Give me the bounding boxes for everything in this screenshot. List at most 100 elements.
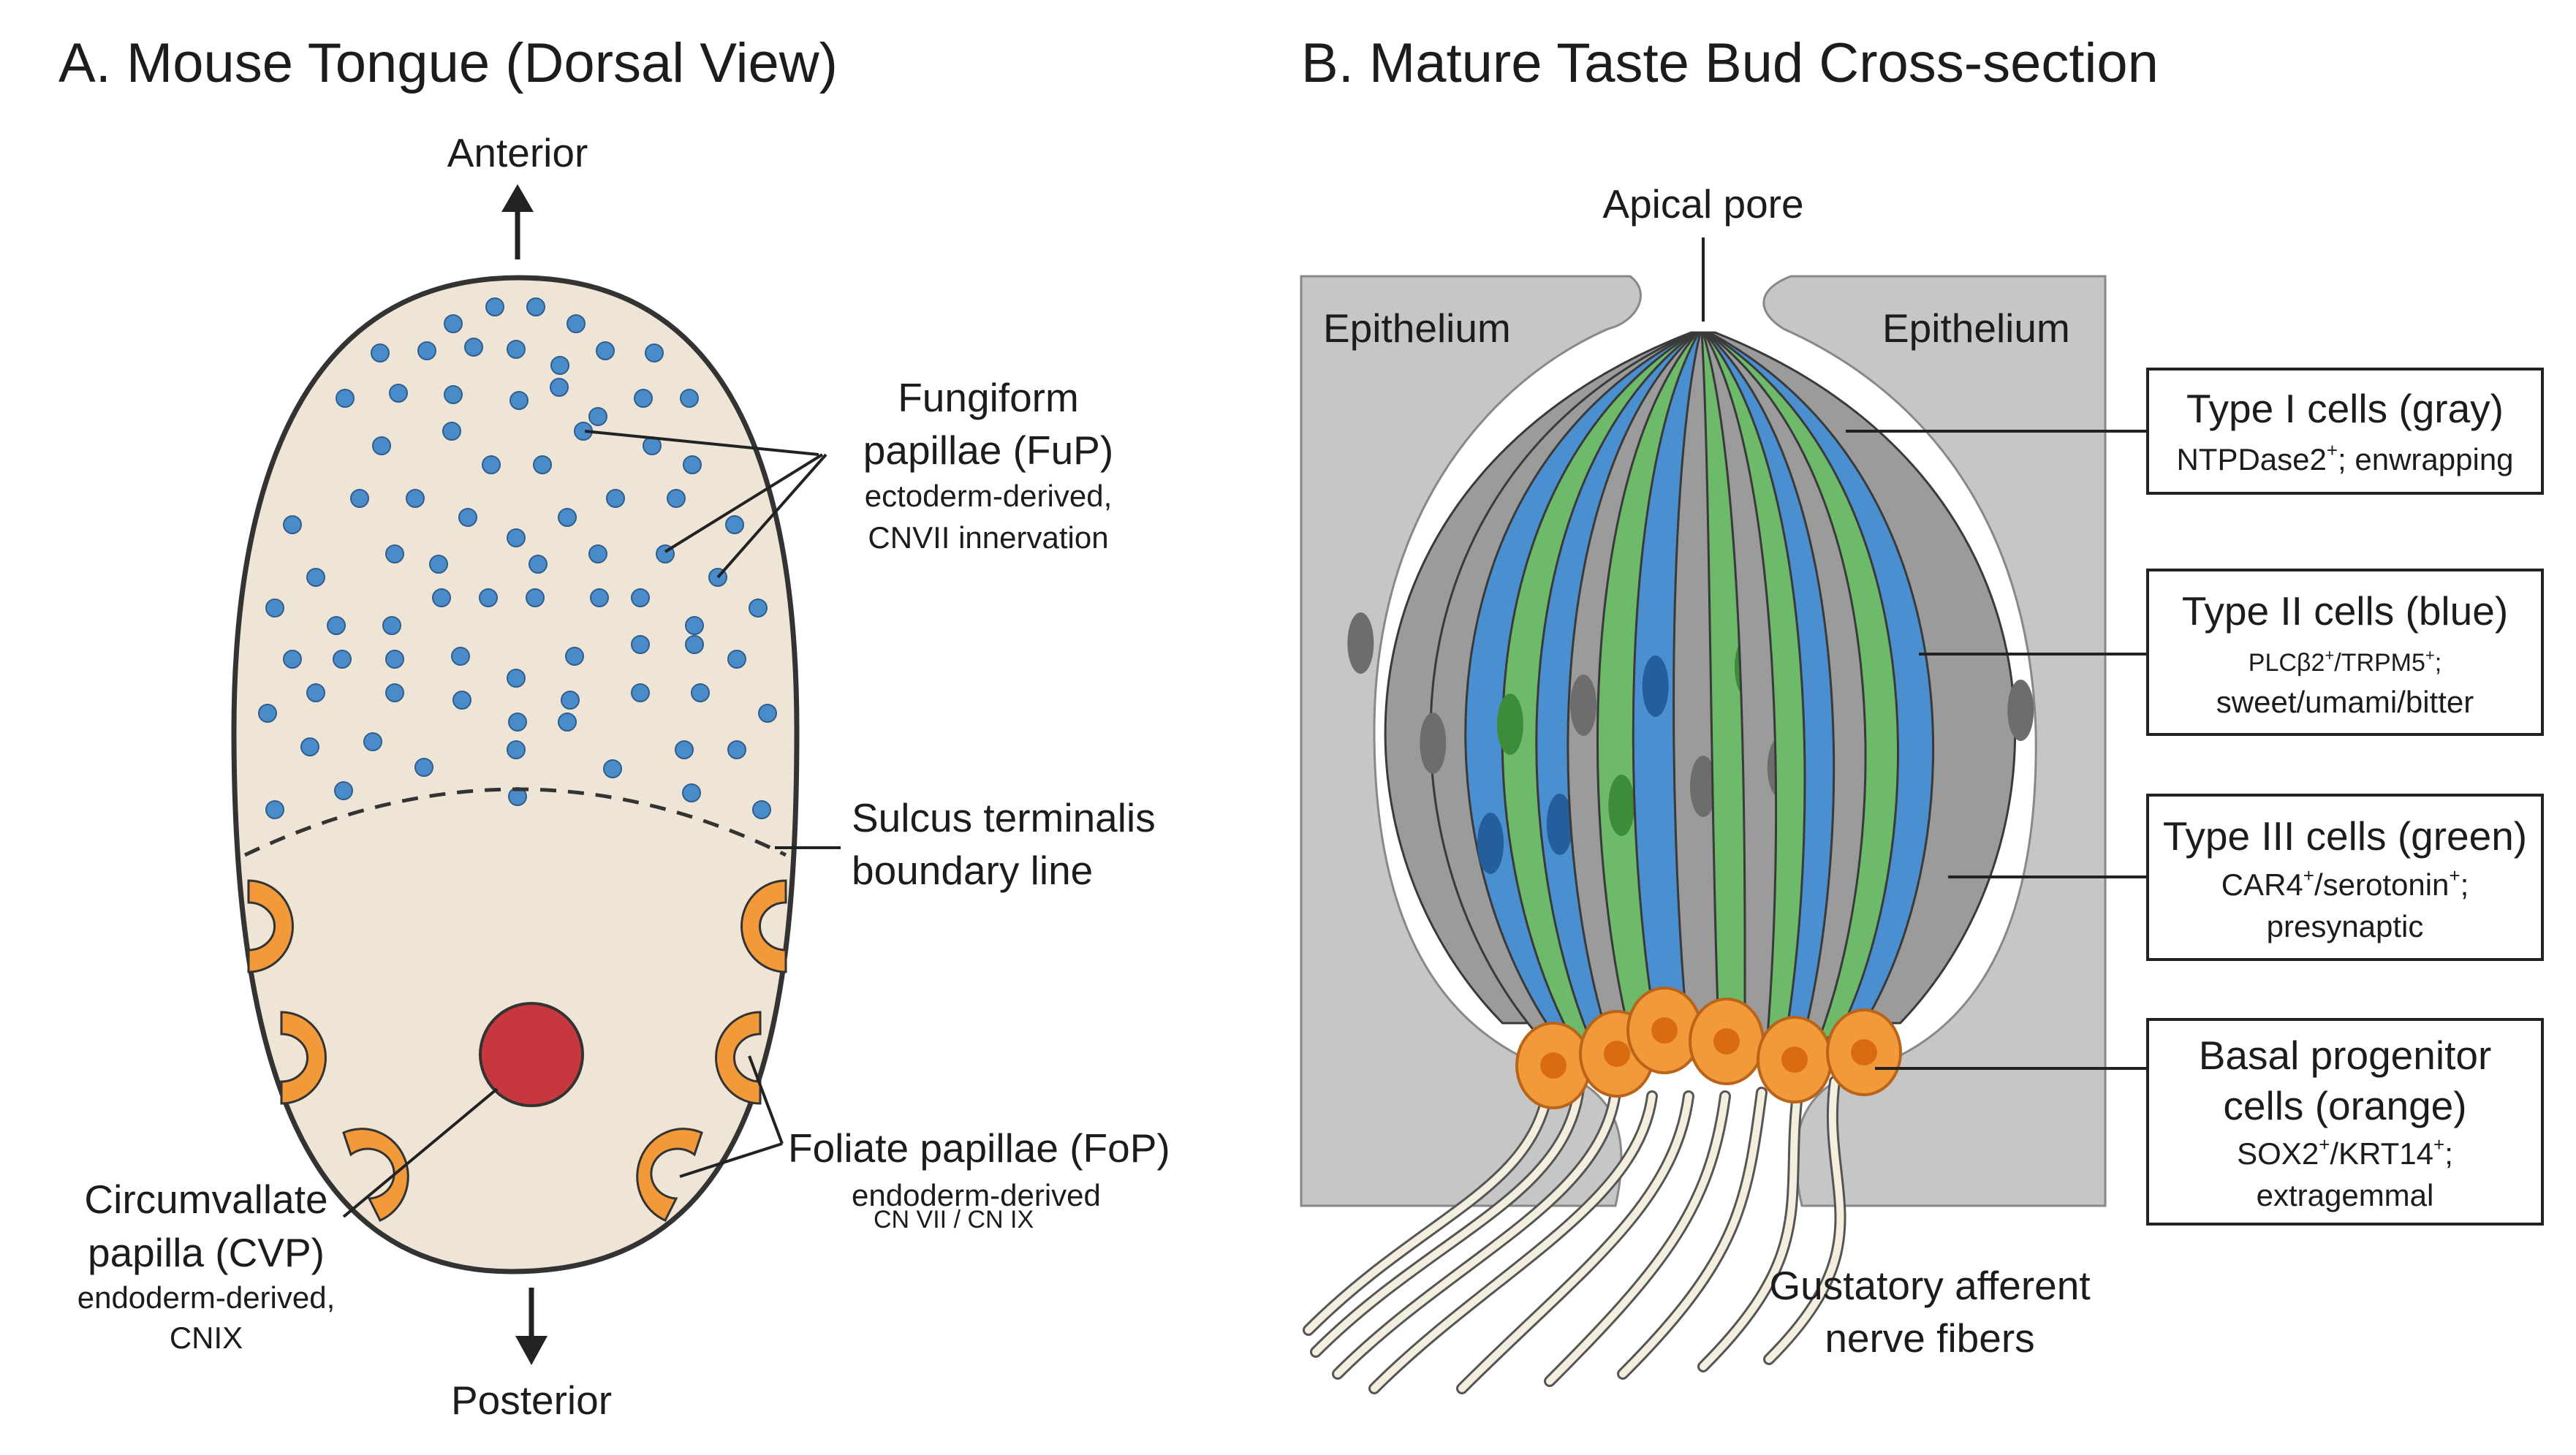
fungiform-label-1: Fungiform: [898, 375, 1079, 420]
fungiform-label-2: papillae (FuP): [863, 428, 1113, 473]
nerve-fiber: [1765, 1078, 1844, 1363]
fungiform-dot: [507, 740, 526, 759]
cvp-label-1: Circumvallate: [84, 1177, 327, 1222]
basal-line4: extragemmal: [2257, 1178, 2434, 1212]
fungiform-dot: [442, 422, 461, 441]
nerve-fiber: [1458, 1093, 1692, 1392]
type2-nucleus: [1546, 794, 1573, 855]
panel-b-title: B. Mature Taste Bud Cross-section: [1301, 32, 2159, 94]
epithelium-right: [1762, 275, 2107, 1207]
fungiform-dot: [265, 599, 284, 618]
type2-desc: PLCβ2+/TRPM5+;: [2249, 646, 2441, 677]
nerve-fiber: [1546, 1093, 1729, 1385]
fungiform-dot: [283, 515, 302, 534]
anterior-label: Anterior: [447, 130, 588, 175]
basal-desc-b: /KRT14: [2330, 1136, 2433, 1171]
fungiform-dot: [372, 436, 391, 455]
foliate-leader-1: [748, 1055, 784, 1144]
fungiform-papillae-dots: [258, 297, 777, 819]
foliate-leader-2: [679, 1142, 783, 1178]
panel-a: A. Mouse Tongue (Dorsal View) Anterior F…: [58, 32, 1170, 1423]
fungiform-dot: [691, 683, 710, 702]
type3-box: [2146, 794, 2544, 961]
epithelium-left: [1300, 275, 1642, 1207]
epithelium-left-label: Epithelium: [1323, 305, 1511, 351]
type3-nucleus: [1608, 775, 1635, 836]
type3-nucleus: [1496, 694, 1523, 755]
fungiform-dot: [485, 297, 504, 316]
fungiform-dot: [606, 489, 625, 508]
circumvallate-papilla: [479, 1002, 584, 1107]
type1-nucleus: [2007, 680, 2034, 741]
fungiform-dot: [414, 758, 433, 777]
fungiform-dot: [417, 341, 436, 360]
fungiform-dot: [464, 338, 483, 357]
basal-cell-nucleus: [1651, 1017, 1678, 1044]
type2-sup2: +: [2425, 646, 2435, 664]
foliate-label-1: Foliate papillae (FoP): [788, 1125, 1170, 1171]
type2-box: [2146, 569, 2544, 736]
type1-desc-b: ; enwrapping: [2338, 442, 2514, 476]
fungiform-dot: [336, 389, 355, 408]
fungiform-dot: [529, 555, 548, 574]
basal-line2: cells (orange): [2223, 1083, 2466, 1128]
basal-cell-nucleus: [1851, 1039, 1877, 1065]
fungiform-dot: [631, 635, 650, 654]
type1-nucleus: [1347, 612, 1374, 674]
fungiform-dot: [685, 616, 704, 635]
fungiform-dot: [596, 341, 615, 360]
type3-title: Type III cells (green): [2163, 813, 2527, 859]
fungiform-dot: [683, 455, 702, 474]
fungiform-dot: [444, 385, 463, 404]
fungiform-dot: [727, 740, 746, 759]
nerve-fiber: [1619, 1089, 1765, 1378]
fungiform-dot: [590, 588, 609, 607]
foliate-papilla-right-3: [636, 1128, 703, 1222]
type3-desc-b: /serotonin: [2314, 867, 2449, 902]
fungiform-label-3: ectoderm-derived,: [865, 479, 1112, 513]
foliate-label-2: endoderm-derived: [852, 1178, 1101, 1212]
fungiform-dot: [533, 455, 552, 474]
posterior-arrow-head: [515, 1336, 548, 1365]
nerve-fiber: [1700, 1085, 1802, 1370]
fungiform-leader-2: [664, 453, 824, 553]
fungiform-dot: [588, 407, 607, 426]
nerve-fiber: [1305, 1078, 1553, 1334]
type1-title: Type I cells (gray): [2186, 386, 2504, 431]
type1-box: [2146, 368, 2544, 495]
type2-desc-a: PLCβ2: [2249, 649, 2325, 677]
type3-sup1: +: [2303, 865, 2314, 886]
fungiform-dot: [634, 389, 653, 408]
type1-cell: [1708, 331, 2016, 1025]
type3-desc-c: ;: [2461, 867, 2469, 902]
type2-sup1: +: [2325, 646, 2334, 664]
type3-desc-a: CAR4: [2221, 867, 2303, 902]
epithelium-right-label: Epithelium: [1882, 305, 2070, 351]
fungiform-dot: [300, 737, 319, 756]
fungiform-dot: [588, 544, 607, 563]
basal-line1: Basal progenitor: [2199, 1033, 2492, 1078]
type1-nucleus: [1690, 756, 1716, 817]
fungiform-leader-3: [716, 453, 827, 579]
anterior-arrow-head: [501, 184, 534, 212]
sulcus-terminalis-line: [243, 787, 787, 857]
fungiform-dot: [749, 599, 768, 618]
nerve-fiber: [1371, 1093, 1656, 1392]
fungiform-dot: [567, 314, 586, 333]
cvp-label-2: papilla (CVP): [88, 1230, 325, 1275]
type3-desc: CAR4+/serotonin+;: [2221, 865, 2469, 902]
fungiform-dot: [603, 759, 622, 778]
cvp-leader: [342, 1087, 499, 1218]
basal-box: [2146, 1018, 2544, 1226]
fungiform-label-4: CNVII innervation: [868, 520, 1108, 555]
fungiform-dot: [382, 616, 401, 635]
fungiform-dot: [550, 356, 569, 375]
basal-cell-nucleus: [1540, 1052, 1567, 1079]
apical-pore-label: Apical pore: [1602, 181, 1803, 227]
type1-nucleus: [1420, 713, 1447, 774]
fungiform-dot: [526, 297, 545, 316]
fungiform-dot: [725, 515, 744, 534]
fungiform-dot: [333, 650, 352, 669]
fungiform-dot: [758, 704, 777, 723]
fungiform-dot: [306, 568, 325, 587]
